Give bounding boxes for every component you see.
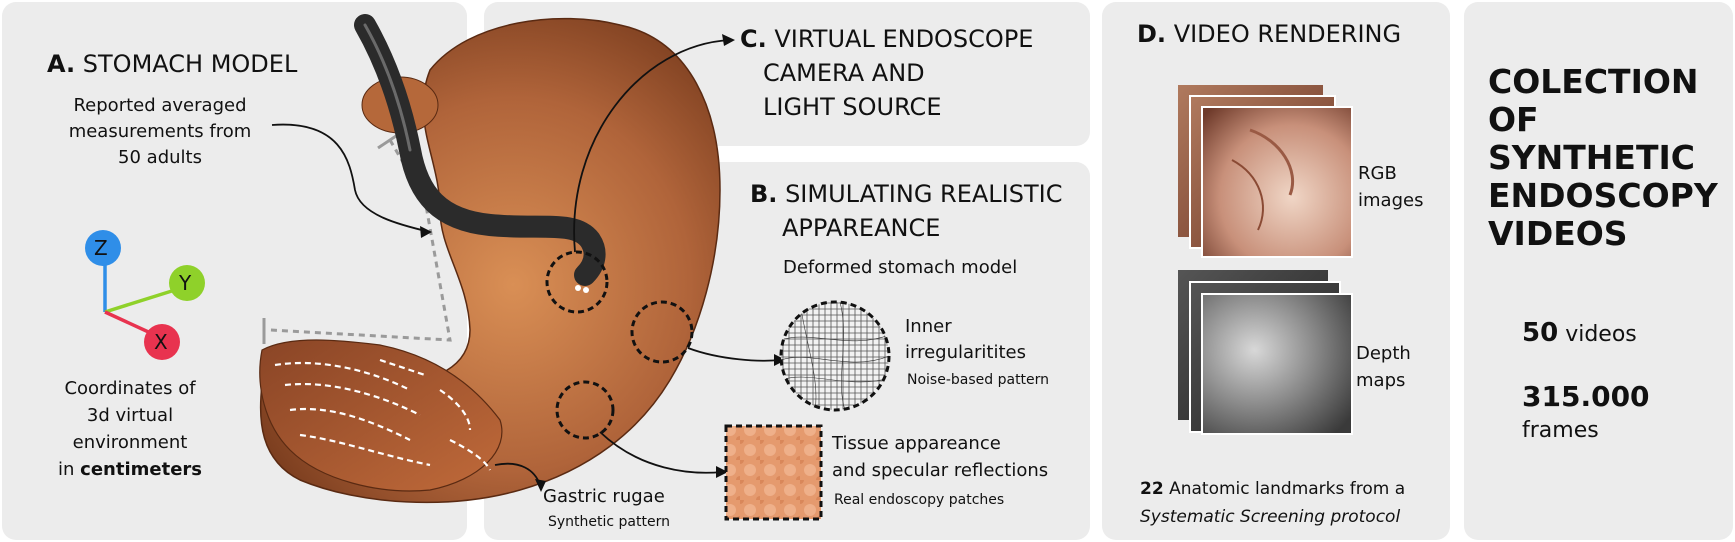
collection-line-1: COLECTION: [1488, 62, 1699, 101]
axis-y-label: Y: [179, 271, 192, 295]
axis-z-node: [85, 230, 121, 266]
tissue-highlight-circle: [555, 380, 615, 440]
axis-z-label: Z: [94, 236, 108, 260]
panel-c-line-2: CAMERA AND: [763, 59, 925, 87]
panel-a-title: A. STOMACH MODEL: [47, 50, 297, 78]
axis-x-label: X: [154, 330, 168, 354]
collection-line-5: VIDEOS: [1488, 214, 1628, 253]
landmarks-desc: Anatomic landmarks from a: [1169, 479, 1406, 499]
rugae-dashed-lines: [274, 358, 491, 471]
tissue-line-1: Tissue appareance: [832, 433, 1001, 454]
depth-line-1: Depth: [1356, 343, 1411, 364]
frames-label: frames: [1522, 418, 1599, 443]
camera-highlight-circle: [545, 250, 609, 314]
measurements-line-3: 50 adults: [118, 147, 202, 168]
panel-c-letter: C.: [740, 25, 767, 53]
inner-line-1: Inner: [905, 316, 952, 337]
mesh-texture-circle: [781, 302, 889, 410]
measurements-text: Reported averaged measurements from 50 a…: [60, 93, 260, 171]
landmarks-text: 22 Anatomic landmarks from a Systematic …: [1140, 475, 1405, 531]
coordinates-line-1: Coordinates of: [64, 378, 196, 399]
landmarks-line-2: Systematic Screening protocol: [1140, 503, 1405, 531]
tissue-line-2: and specular reflections: [832, 460, 1049, 481]
panel-b-line-2: APPAREANCE: [782, 214, 941, 242]
panel-b-line-1: B. SIMULATING REALISTIC: [750, 177, 1062, 211]
inner-irregularities-text: Inner irregularitites: [905, 314, 1026, 366]
tissue-subtitle: Real endoscopy patches: [834, 492, 1005, 508]
collection-title: COLECTION OF SYNTHETIC ENDOSCOPY VIDEOS: [1488, 63, 1718, 253]
endoscope-tip-light-1: [575, 285, 581, 291]
collection-line-2: OF: [1488, 100, 1539, 139]
panel-c-line-1-text: VIRTUAL ENDOSCOPE: [774, 25, 1034, 53]
landmarks-count: 22: [1140, 479, 1164, 499]
inner-subtitle: Noise-based pattern: [907, 372, 1050, 388]
rgb-label: RGB images: [1358, 160, 1423, 214]
panel-c-title: C. VIRTUAL ENDOSCOPE CAMERA AND LIGHT SO…: [740, 22, 1033, 124]
panel-b-subtitle: Deformed stomach model: [783, 257, 1018, 278]
coordinates-prefix: in: [58, 459, 75, 480]
stomach-body: [259, 17, 721, 504]
rgb-image-stack: [1178, 85, 1353, 258]
arrow-tissue: [599, 431, 723, 474]
rugae-subtitle: Synthetic pattern: [548, 514, 670, 530]
frames-count: 315.000: [1522, 380, 1650, 413]
tissue-patch-square: [724, 424, 823, 521]
collection-line-4: ENDOSCOPY: [1488, 176, 1718, 215]
collection-line-3: SYNTHETIC: [1488, 138, 1695, 177]
tissue-text: Tissue appareance and specular reflectio…: [832, 430, 1048, 484]
coordinates-line-3: environment: [72, 432, 188, 453]
panel-a-letter: A.: [47, 50, 76, 78]
measurements-line-1: Reported averaged: [73, 95, 247, 116]
panel-a-title-text: STOMACH MODEL: [82, 50, 298, 78]
panel-d-title-text: VIDEO RENDERING: [1173, 20, 1402, 48]
coordinates-unit: centimeters: [80, 459, 202, 480]
measurements-line-2: measurements from: [68, 121, 252, 142]
depth-line-2: maps: [1356, 370, 1406, 391]
coordinates-line-4: in centimeters: [40, 456, 220, 483]
gastric-rugae-area: [259, 339, 503, 492]
panel-d-title: D. VIDEO RENDERING: [1137, 20, 1401, 48]
landmarks-line-1: 22 Anatomic landmarks from a: [1140, 475, 1405, 503]
coordinates-line-2: 3d virtual: [86, 405, 174, 426]
rgb-line-2: images: [1358, 190, 1424, 211]
panel-collection: [1464, 2, 1733, 540]
axis-y-node: [169, 265, 205, 301]
arrow-measurements: [271, 123, 431, 233]
rugae-title: Gastric rugae: [543, 486, 665, 507]
videos-count: 50: [1522, 318, 1559, 348]
rgb-line-1: RGB: [1358, 163, 1397, 184]
arrow-camera: [573, 39, 731, 253]
panel-c-line-3: LIGHT SOURCE: [763, 93, 942, 121]
inner-line-2: irregularitites: [905, 342, 1026, 363]
panel-b-letter: B.: [750, 180, 778, 208]
inner-irregularity-circle: [630, 300, 694, 364]
arrow-inner: [687, 347, 781, 362]
coordinates-text: Coordinates of 3d virtual environment in…: [40, 375, 220, 483]
videos-stat: 50 videos: [1522, 318, 1637, 348]
panel-d-letter: D.: [1137, 20, 1167, 48]
panel-b-line-1-text: SIMULATING REALISTIC: [785, 180, 1063, 208]
axis-gizmo: [103, 255, 176, 337]
depth-label: Depth maps: [1356, 340, 1411, 394]
endoscope-tip-light-2: [583, 287, 589, 293]
panel-c-line-1: C. VIRTUAL ENDOSCOPE: [740, 22, 1033, 56]
depth-map-stack: [1178, 270, 1353, 435]
videos-label: videos: [1565, 322, 1637, 347]
axis-x-node: [144, 324, 180, 360]
landmarks-protocol: Systematic Screening protocol: [1140, 507, 1401, 527]
panel-b-title: B. SIMULATING REALISTIC APPAREANCE: [750, 177, 1062, 245]
frames-stat: 315.000 frames: [1522, 380, 1650, 448]
